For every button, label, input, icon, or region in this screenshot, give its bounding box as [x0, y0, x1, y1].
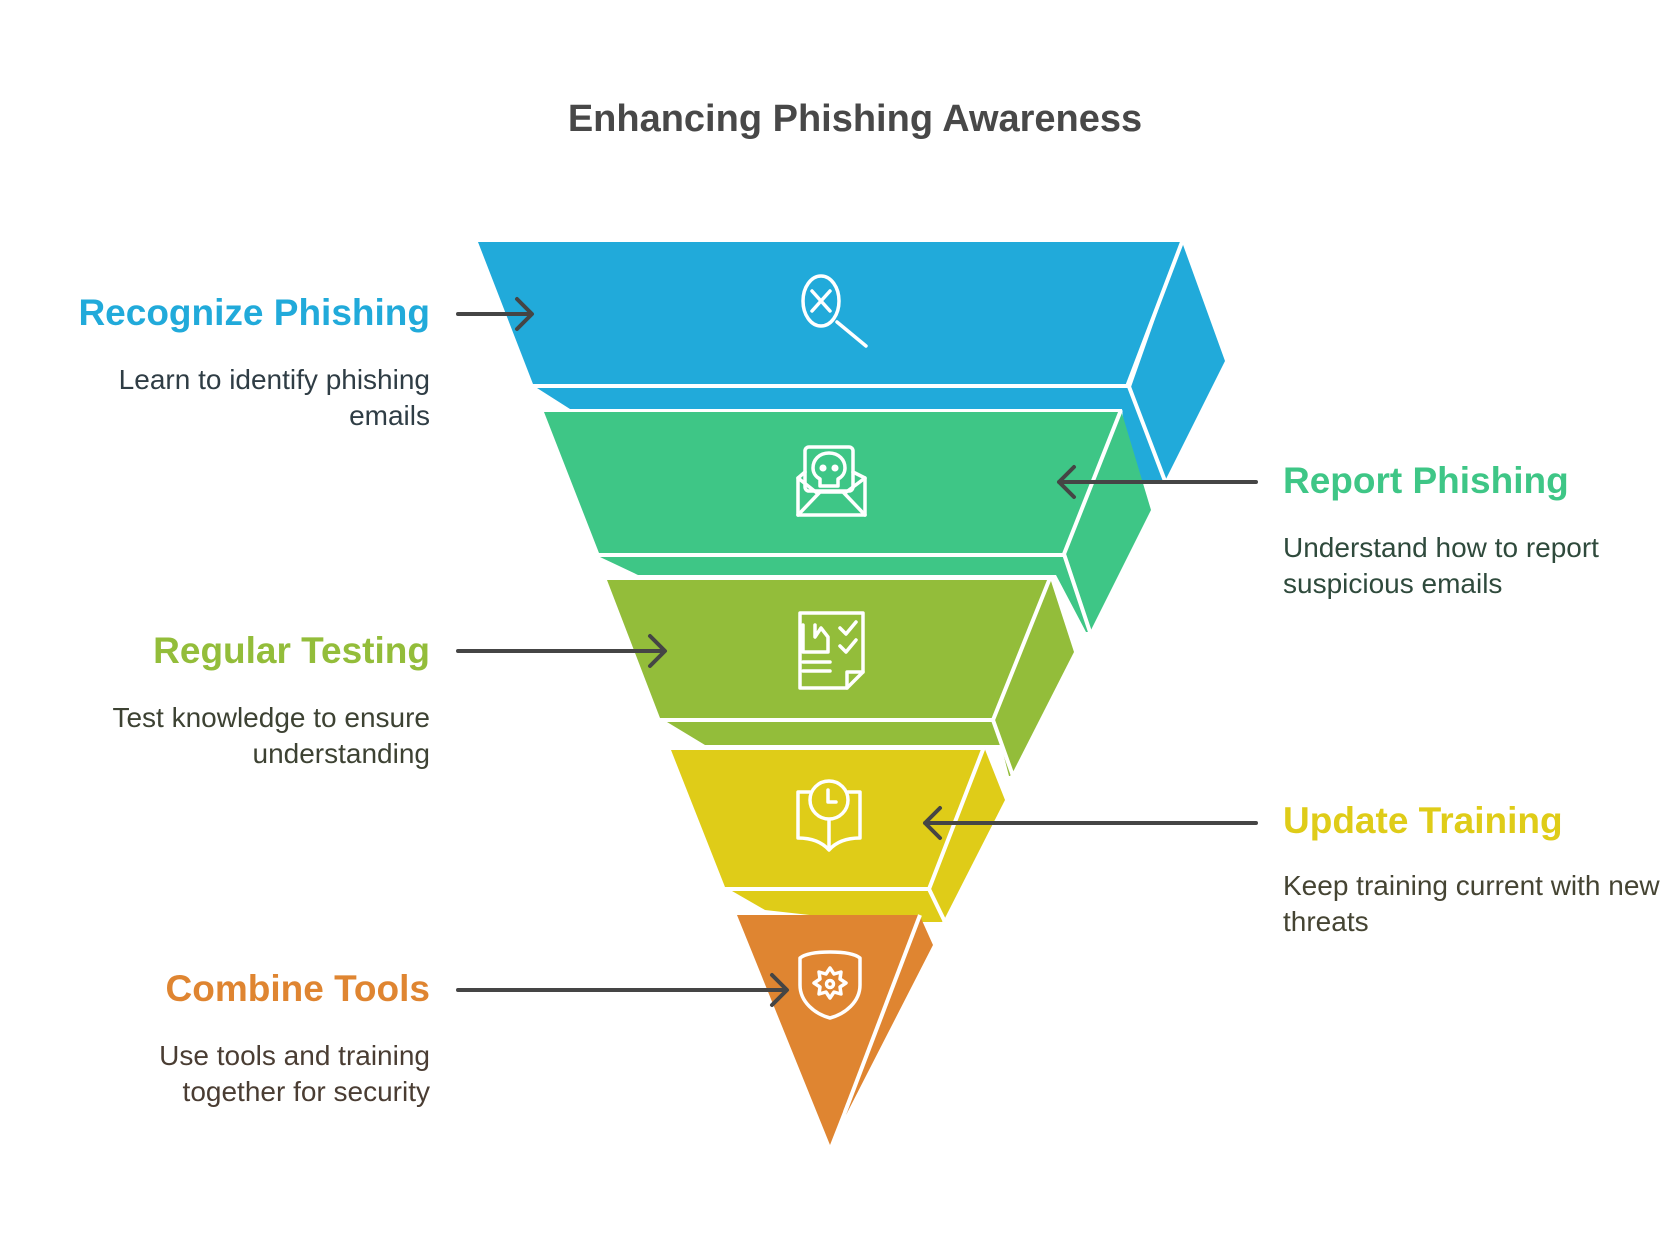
layer-1-right-face: [1131, 242, 1225, 481]
label-recognize-phishing: Recognize Phishing: [78, 292, 430, 333]
book-clock-icon: [796, 779, 862, 852]
layer-4-bottom-strip: [732, 891, 945, 922]
diagram-title: Enhancing Phishing Awareness: [567, 98, 1143, 140]
layer-recognize-phishing: [478, 241, 1225, 482]
label-update-training: Update Training: [1283, 800, 1563, 841]
layer-2-front-face: [544, 412, 1121, 553]
layer-4-right-face: [929, 747, 1005, 918]
desc-report-phishing: Understand how to report suspicious emai…: [1283, 532, 1599, 599]
label-report-phishing: Report Phishing: [1283, 460, 1569, 501]
arrow-regular-testing: [456, 634, 667, 668]
layer-1-bottom-strip: [537, 388, 1166, 481]
desc-combine-tools: Use tools and training together for secu…: [159, 1040, 430, 1107]
layer-2-right-face: [1064, 410, 1151, 632]
layer-5-front-face: [737, 915, 920, 1145]
layer-3-bottom-strip: [667, 722, 1013, 776]
test-checklist-icon: [798, 611, 865, 690]
arrow-report-phishing: [1057, 465, 1258, 499]
layer-combine-tools: [737, 914, 933, 1145]
label-combine-tools: Combine Tools: [165, 968, 430, 1009]
desc-update-training: Keep training current with new threats: [1283, 870, 1660, 937]
desc-recognize-phishing: Learn to identify phishing emails: [118, 364, 430, 431]
layer-regular-testing: [607, 577, 1074, 777]
arrow-combine-tools: [456, 973, 789, 1007]
arrow-recognize-phishing: [456, 297, 534, 331]
desc-regular-testing: Test knowledge to ensure understanding: [112, 702, 430, 769]
magnifier-x-icon: [801, 274, 868, 348]
phishing-email-skull-icon: [796, 445, 867, 517]
shield-gear-icon: [798, 950, 862, 1020]
layer-5-right-face: [846, 916, 933, 1115]
label-regular-testing: Regular Testing: [153, 630, 430, 671]
layer-1-front-face: [478, 242, 1182, 384]
layer-3-right-face: [993, 578, 1074, 772]
layer-2-bottom-strip: [600, 557, 1090, 632]
arrow-update-training: [923, 806, 1258, 840]
layer-report-phishing: [544, 409, 1151, 633]
layer-update-training: [671, 746, 1005, 923]
